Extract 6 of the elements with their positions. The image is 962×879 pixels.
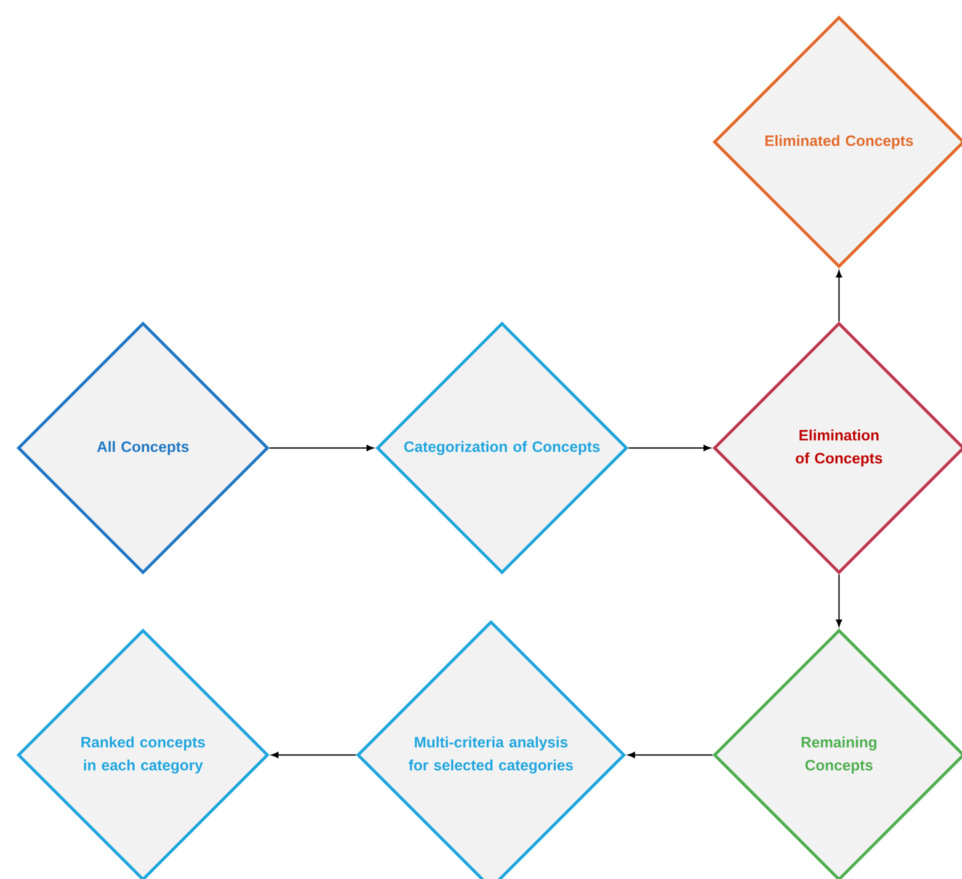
arrow <box>836 270 842 322</box>
arrow <box>836 574 842 627</box>
arrow <box>271 752 356 758</box>
arrow <box>270 444 374 452</box>
arrow <box>628 752 712 758</box>
arrow <box>628 444 711 452</box>
